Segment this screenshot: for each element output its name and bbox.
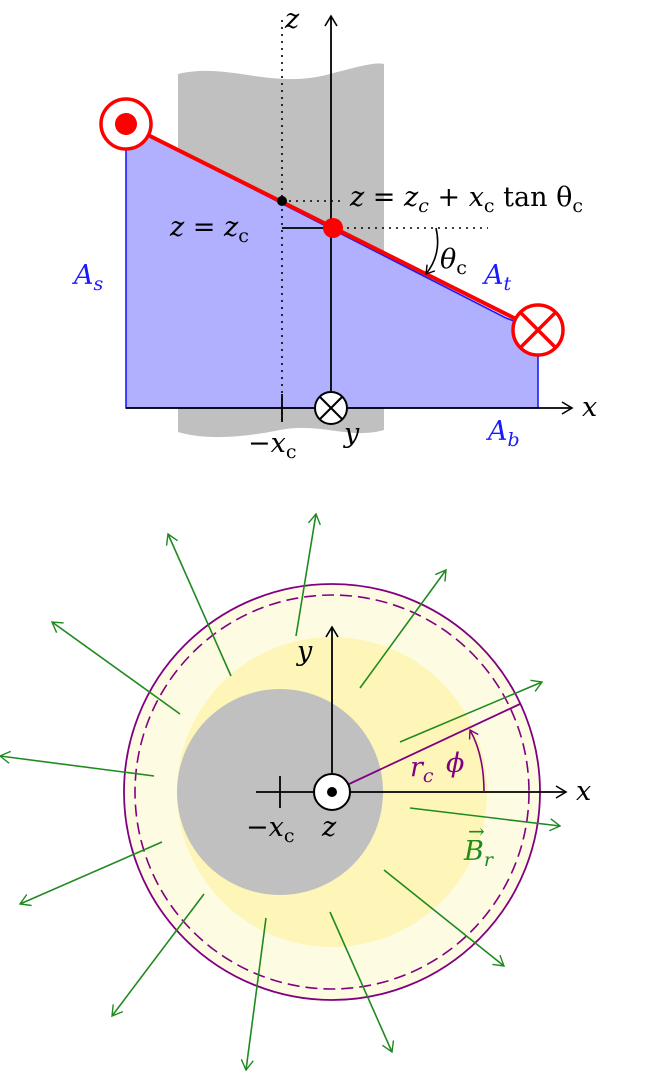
- phi-arc: [468, 728, 485, 793]
- neg-xc-label: −xc: [248, 428, 297, 463]
- field-vector-label: Br: [463, 836, 495, 871]
- region-top-label: At: [481, 260, 512, 295]
- region-bottom-label: Ab: [485, 416, 520, 451]
- x-axis-label: x: [582, 392, 597, 423]
- phi-label: ϕ: [446, 748, 464, 779]
- z-dotted-label: z: [284, 4, 300, 35]
- dot-in-circle-icon: [99, 97, 153, 151]
- top-diagram: z x y −xc z = zc z = zc + xc tan θc θc A…: [71, 4, 597, 463]
- z-equals-zc-label: z = zc: [169, 212, 249, 247]
- region-side-label: As: [71, 260, 104, 295]
- tilted-equation: z = zc + xc tan θc: [349, 182, 583, 217]
- field-vector-arrow: →: [468, 819, 485, 843]
- radius-label: rc: [410, 752, 434, 787]
- field-arrows: [0, 512, 562, 1072]
- dotted-axis-point: [277, 196, 287, 206]
- theta-arc: [425, 227, 439, 276]
- y-axis-into-page-icon: [314, 391, 348, 425]
- theta-c-label: θc: [440, 244, 467, 279]
- z-axis-out-of-page-icon: [313, 773, 351, 811]
- x-axis-label: x: [576, 776, 591, 807]
- neg-xc-label: −xc: [246, 812, 295, 847]
- wire-center-dot: [323, 218, 343, 238]
- y-axis-label: y: [343, 418, 360, 449]
- shaded-region: [125, 123, 539, 409]
- y-axis-label: y: [296, 636, 313, 667]
- z-axis-label: z: [321, 812, 337, 843]
- radius-line: [331, 703, 521, 793]
- bottom-diagram: y x z −xc rc ϕ Br →: [0, 512, 591, 1072]
- cross-in-circle-icon: [511, 303, 565, 357]
